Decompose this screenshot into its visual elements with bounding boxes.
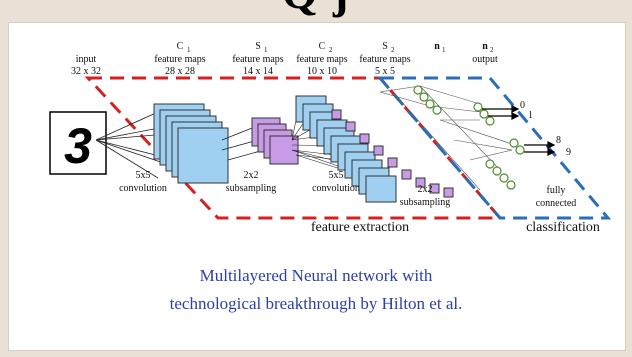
output-label-0: 0: [520, 100, 525, 111]
s1-layer-size: 14 x 14: [243, 66, 273, 77]
s1-layer-name: S: [255, 41, 261, 52]
n1-layer-sub: 1: [442, 46, 446, 54]
c1-layer-size: 28 x 28: [165, 66, 195, 77]
s1-layer-sub: 1: [264, 46, 268, 54]
sub1-op-label: subsampling: [226, 183, 277, 194]
classification-label: classification: [526, 220, 600, 235]
n2-neurons: [473, 102, 525, 155]
s2-layer-name: S: [382, 41, 388, 52]
s2-feature-maps: [331, 109, 454, 198]
n1-layer-name: n: [434, 41, 440, 52]
n2-layer-name: n: [482, 41, 488, 52]
s2-layer-sub: 2: [391, 46, 395, 54]
conv2-op-label: convolution: [312, 183, 360, 194]
input-digit: 3: [64, 118, 92, 174]
c1-layer-sub: 1: [187, 46, 191, 54]
c1-layer-desc: feature maps: [154, 54, 205, 65]
s2-layer-size: 5 x 5: [375, 66, 395, 77]
output-arrows: [482, 105, 556, 156]
conv2-kernel-label: 5x5: [329, 170, 344, 181]
s2-layer-desc: feature maps: [359, 54, 410, 65]
s1-layer-desc: feature maps: [232, 54, 283, 65]
conv1-op-label: convolution: [119, 183, 167, 194]
input-layer-label: input: [76, 54, 97, 65]
feature-extraction-label: feature extraction: [311, 220, 409, 235]
output-label-9: 9: [566, 147, 571, 158]
fc-connections: [379, 85, 513, 191]
c2-layer-name: C: [319, 41, 326, 52]
output-label-1: 1: [528, 110, 533, 121]
n1-neurons: [413, 85, 516, 190]
sub2-op-label: subsampling: [400, 197, 451, 208]
sub1-kernel-label: 2x2: [244, 170, 259, 181]
fc-label-line2: connected: [536, 198, 577, 209]
caption-line-1: Multilayered Neural network with: [199, 266, 433, 285]
classification-region: [376, 76, 612, 220]
output-label-8: 8: [556, 135, 561, 146]
c1-layer-name: C: [177, 41, 184, 52]
sub2-kernel-label: 2x2: [418, 184, 433, 195]
n2-layer-sub: 2: [490, 46, 494, 54]
slide-title-fragment: Q j: [0, 0, 632, 18]
caption-line-2: technological breakthrough by Hilton et …: [169, 294, 463, 313]
c2-layer-desc: feature maps: [296, 54, 347, 65]
n2-layer-desc: output: [472, 54, 498, 65]
input-layer-size: 32 x 32: [71, 66, 101, 77]
slide-caption: Multilayered Neural network with technol…: [0, 262, 632, 318]
c1-feature-maps: [153, 103, 229, 184]
c2-feature-maps: [295, 95, 397, 203]
c2-layer-size: 10 x 10: [307, 66, 337, 77]
c2-layer-sub: 2: [329, 46, 333, 54]
conv1-kernel-label: 5x5: [136, 170, 151, 181]
fc-label-line1: fully: [547, 185, 566, 196]
s1-feature-maps: [251, 117, 299, 165]
